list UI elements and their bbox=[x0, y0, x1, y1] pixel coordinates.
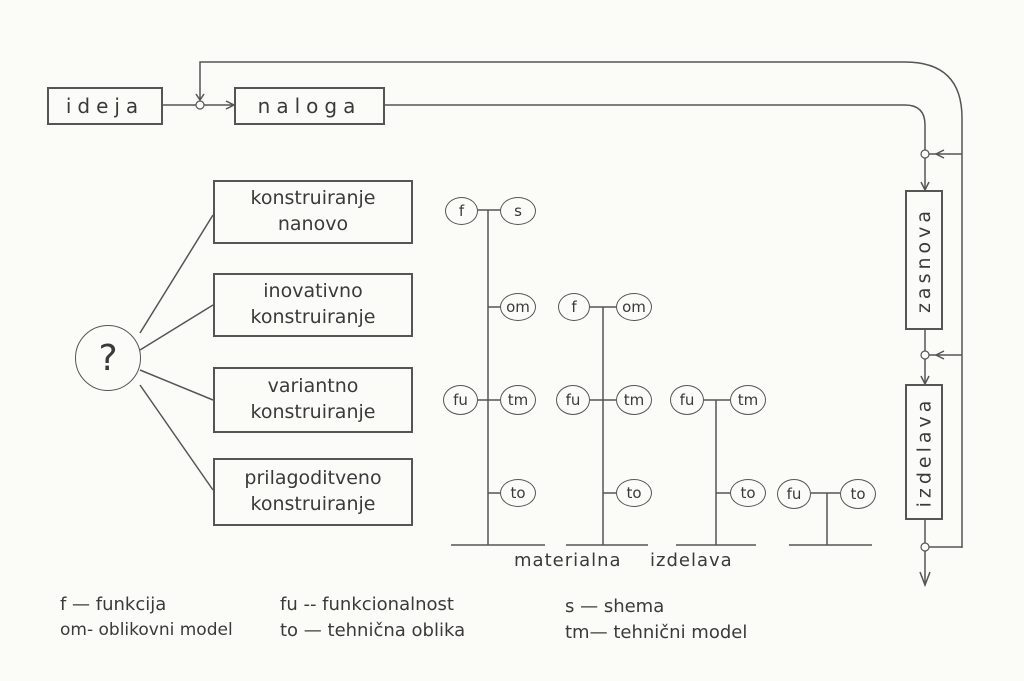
node-om: om bbox=[500, 293, 536, 321]
node-label: f bbox=[571, 298, 577, 316]
node-fu: fu bbox=[443, 385, 478, 415]
node-fu: fu bbox=[777, 479, 811, 509]
question-circle: ? bbox=[75, 325, 141, 391]
type-box-variant: variantno konstruiranje bbox=[213, 367, 413, 433]
izdelava-box: izdelava bbox=[905, 384, 943, 520]
node-tm: tm bbox=[616, 385, 652, 415]
ideja-label: ideja bbox=[65, 93, 145, 118]
node-label: tm bbox=[507, 391, 529, 409]
node-to: to bbox=[616, 479, 652, 507]
node-fu: fu bbox=[556, 385, 590, 415]
legend-fu: fu -- funkcionalnost bbox=[280, 594, 454, 615]
node-label: om bbox=[506, 298, 530, 316]
node-label: tm bbox=[623, 391, 645, 409]
node-label: to bbox=[740, 484, 756, 502]
node-to: to bbox=[840, 479, 876, 509]
node-label: fu bbox=[453, 391, 468, 409]
question-mark: ? bbox=[98, 337, 118, 379]
legend-f: f — funkcija bbox=[60, 594, 167, 615]
node-f: f bbox=[558, 293, 590, 321]
zasnova-label: zasnova bbox=[913, 206, 936, 314]
node-label: to bbox=[626, 484, 642, 502]
type-box-adaptive: prilagoditveno konstruiranje bbox=[213, 458, 413, 526]
type-line2: nanovo bbox=[277, 213, 349, 235]
izdelava-bottom-label: izdelava bbox=[650, 550, 733, 571]
ideja-box: ideja bbox=[47, 87, 163, 125]
node-label: fu bbox=[786, 485, 802, 503]
node-label: s bbox=[514, 202, 522, 220]
type-line1: prilagoditveno bbox=[244, 467, 382, 490]
legend-om: om- oblikovni model bbox=[60, 620, 233, 640]
izdelava-label: izdelava bbox=[913, 396, 935, 508]
node-om: om bbox=[616, 293, 652, 321]
naloga-label: naloga bbox=[257, 93, 362, 118]
legend-s: s — shema bbox=[565, 596, 665, 617]
legend-tm: tm— tehnični model bbox=[565, 622, 748, 643]
node-label: fu bbox=[679, 391, 695, 409]
materialna-label: materialna bbox=[514, 550, 622, 571]
naloga-box: naloga bbox=[234, 87, 385, 125]
type-line2: konstruiranje bbox=[250, 306, 376, 328]
node-tm: tm bbox=[730, 385, 766, 415]
type-line1: inovativno bbox=[263, 280, 363, 303]
node-label: to bbox=[510, 484, 526, 502]
type-box-new: konstruiranje nanovo bbox=[213, 180, 413, 244]
node-to: to bbox=[500, 479, 536, 507]
legend-to: to — tehnična oblika bbox=[280, 620, 466, 641]
type-line2: konstruiranje bbox=[250, 401, 376, 423]
type-line1: konstruiranje bbox=[250, 187, 376, 210]
node-label: tm bbox=[737, 391, 759, 409]
type-line1: variantno bbox=[267, 375, 359, 398]
node-s: s bbox=[500, 197, 536, 225]
node-label: f bbox=[458, 202, 465, 220]
node-label: to bbox=[850, 485, 866, 503]
node-fu: fu bbox=[670, 385, 704, 415]
node-label: fu bbox=[565, 391, 581, 409]
node-to: to bbox=[730, 479, 766, 507]
node-tm: tm bbox=[500, 385, 536, 415]
type-box-innovative: inovativno konstruiranje bbox=[213, 273, 413, 337]
node-label: om bbox=[622, 298, 646, 316]
zasnova-box: zasnova bbox=[905, 190, 943, 330]
node-f: f bbox=[445, 197, 478, 225]
type-line2: konstruiranje bbox=[250, 493, 376, 515]
